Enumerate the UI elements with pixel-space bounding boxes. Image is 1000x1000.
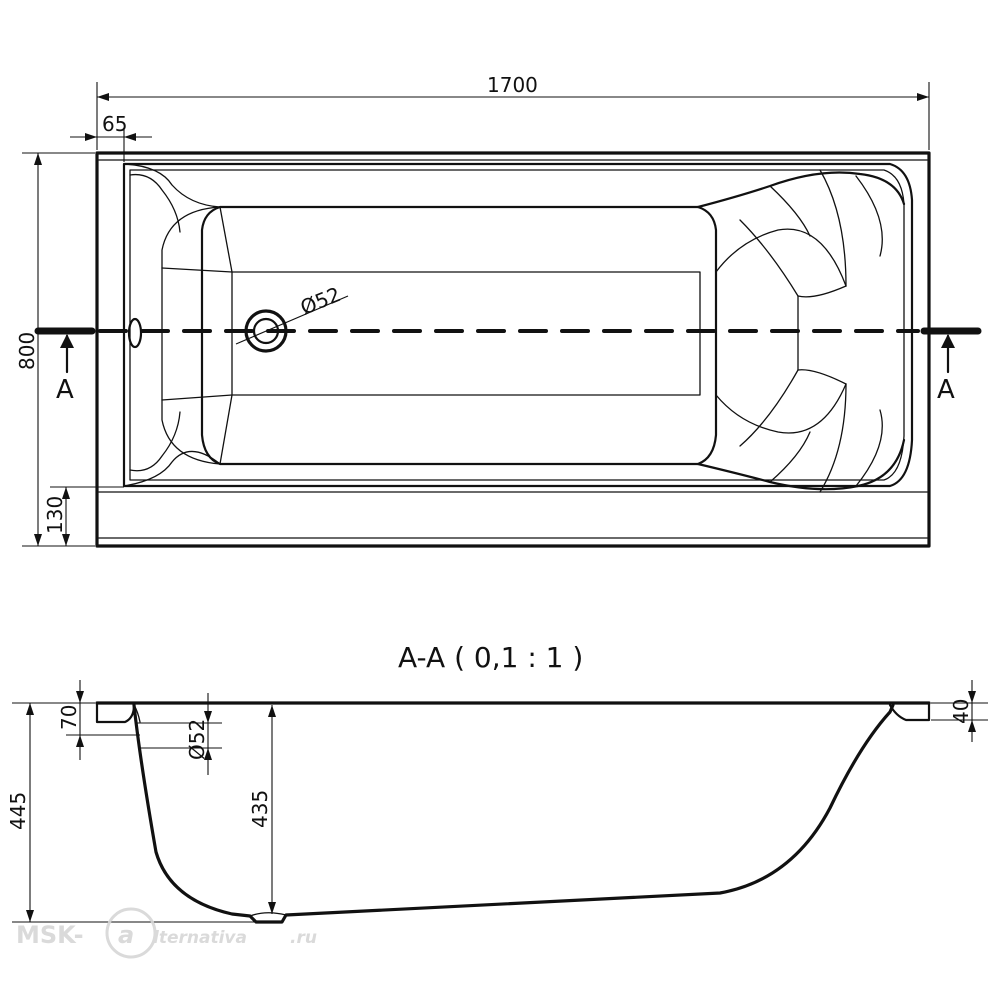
- section-marker-left: A: [56, 375, 74, 405]
- headrest-inner-arc-bottom: [715, 383, 847, 434]
- dim-1700-text: 1700: [487, 73, 538, 97]
- dim-1700-arrow-left: [97, 93, 109, 101]
- headrest-rib-4: [855, 409, 883, 487]
- watermark-ring: [105, 907, 157, 959]
- headrest-mid-bottom: [797, 369, 847, 385]
- left-step-top: [161, 267, 233, 273]
- section-arrow-right-head: [941, 334, 955, 348]
- watermark-tail: lternativa: [153, 928, 247, 948]
- dim-445-arrow-bottom: [26, 910, 34, 922]
- basin-outline-inner: [129, 169, 905, 481]
- dim-40-arrow-top: [968, 691, 976, 703]
- dim-445-text: 445: [6, 792, 30, 830]
- left-wall-contour-2: [123, 450, 221, 487]
- dim-130-arrow-bottom: [62, 534, 70, 546]
- dim-130-text: 130: [43, 496, 67, 534]
- headrest-mid-top: [797, 285, 847, 298]
- dim-70-arrow-bottom: [76, 735, 84, 747]
- watermark-mark: a: [118, 921, 134, 949]
- section-title: A-A ( 0,1 : 1 ): [398, 641, 583, 674]
- headrest-outer: [696, 171, 906, 209]
- dim-1700-arrow-right: [917, 93, 929, 101]
- overflow-slot: [127, 317, 143, 349]
- headrest-rib-1: [819, 169, 847, 287]
- dim-800-arrow-top: [34, 153, 42, 165]
- dim-40-arrow-bottom: [968, 720, 976, 732]
- left-wall-contour-1: [123, 163, 221, 208]
- plan-view: Ø52 A A 1700 65 800 1: [15, 73, 982, 548]
- dim-435-arrow-top: [268, 705, 276, 717]
- left-floor-edge-2: [219, 394, 233, 465]
- headrest-rib-3: [819, 383, 847, 493]
- watermark-brand: MSK-: [16, 921, 84, 949]
- watermark-logo: MSK- a lternativa .ru: [16, 907, 317, 959]
- dim-d52-arrow-bottom: [204, 748, 212, 760]
- left-head-curve-top: [161, 206, 221, 269]
- dim-40-text: 40: [949, 699, 973, 724]
- basin-floor-inner: [231, 271, 701, 396]
- dim-70-arrow-top: [76, 691, 84, 703]
- headrest-contour-bottom: [739, 369, 799, 447]
- dim-d52-text: Ø52: [185, 719, 209, 760]
- basin-floor: [200, 205, 718, 466]
- section-rim-left: [95, 701, 136, 724]
- headrest-outer-bottom: [696, 438, 906, 491]
- left-back-contour: [129, 173, 181, 233]
- dim-800-arrow-bottom: [34, 534, 42, 546]
- drain-diameter-label: Ø52: [297, 282, 344, 320]
- watermark-domain: .ru: [290, 928, 317, 948]
- section-tub-profile: [132, 703, 895, 924]
- dim-d52-arrow-top: [204, 711, 212, 723]
- section-drain-bump: [249, 912, 287, 917]
- dim-130-arrow-top: [62, 487, 70, 499]
- headrest-rib-5: [769, 185, 811, 237]
- left-head-curve-bottom: [161, 399, 221, 465]
- dim-800-text: 800: [15, 332, 39, 370]
- left-floor-edge: [219, 206, 233, 273]
- drain-leader: [235, 295, 349, 345]
- section-tub-inner: [133, 704, 141, 723]
- dim-435-text: 435: [248, 790, 272, 828]
- dim-435-arrow-bottom: [268, 902, 276, 914]
- dim-70-text: 70: [57, 705, 81, 730]
- headrest-rib-2: [855, 175, 883, 257]
- section-rim-right: [888, 701, 931, 722]
- tub-outer-rim: [95, 151, 931, 548]
- headrest-rib-6: [769, 431, 811, 483]
- dim-65-arrow-right: [124, 133, 136, 141]
- basin-outline: [122, 162, 914, 488]
- headrest-contour-top: [739, 219, 799, 297]
- left-step-bottom: [161, 394, 233, 401]
- left-back-contour-2: [129, 411, 181, 472]
- section-marker-right: A: [937, 375, 955, 405]
- headrest-inner-arc: [715, 228, 847, 287]
- section-arrow-left-head: [60, 334, 74, 348]
- dim-65-text: 65: [102, 112, 127, 136]
- dim-65-arrow-left: [85, 133, 97, 141]
- dim-445-arrow-top: [26, 703, 34, 715]
- section-view: A-A ( 0,1 : 1 ) 445 70 Ø52: [6, 641, 988, 924]
